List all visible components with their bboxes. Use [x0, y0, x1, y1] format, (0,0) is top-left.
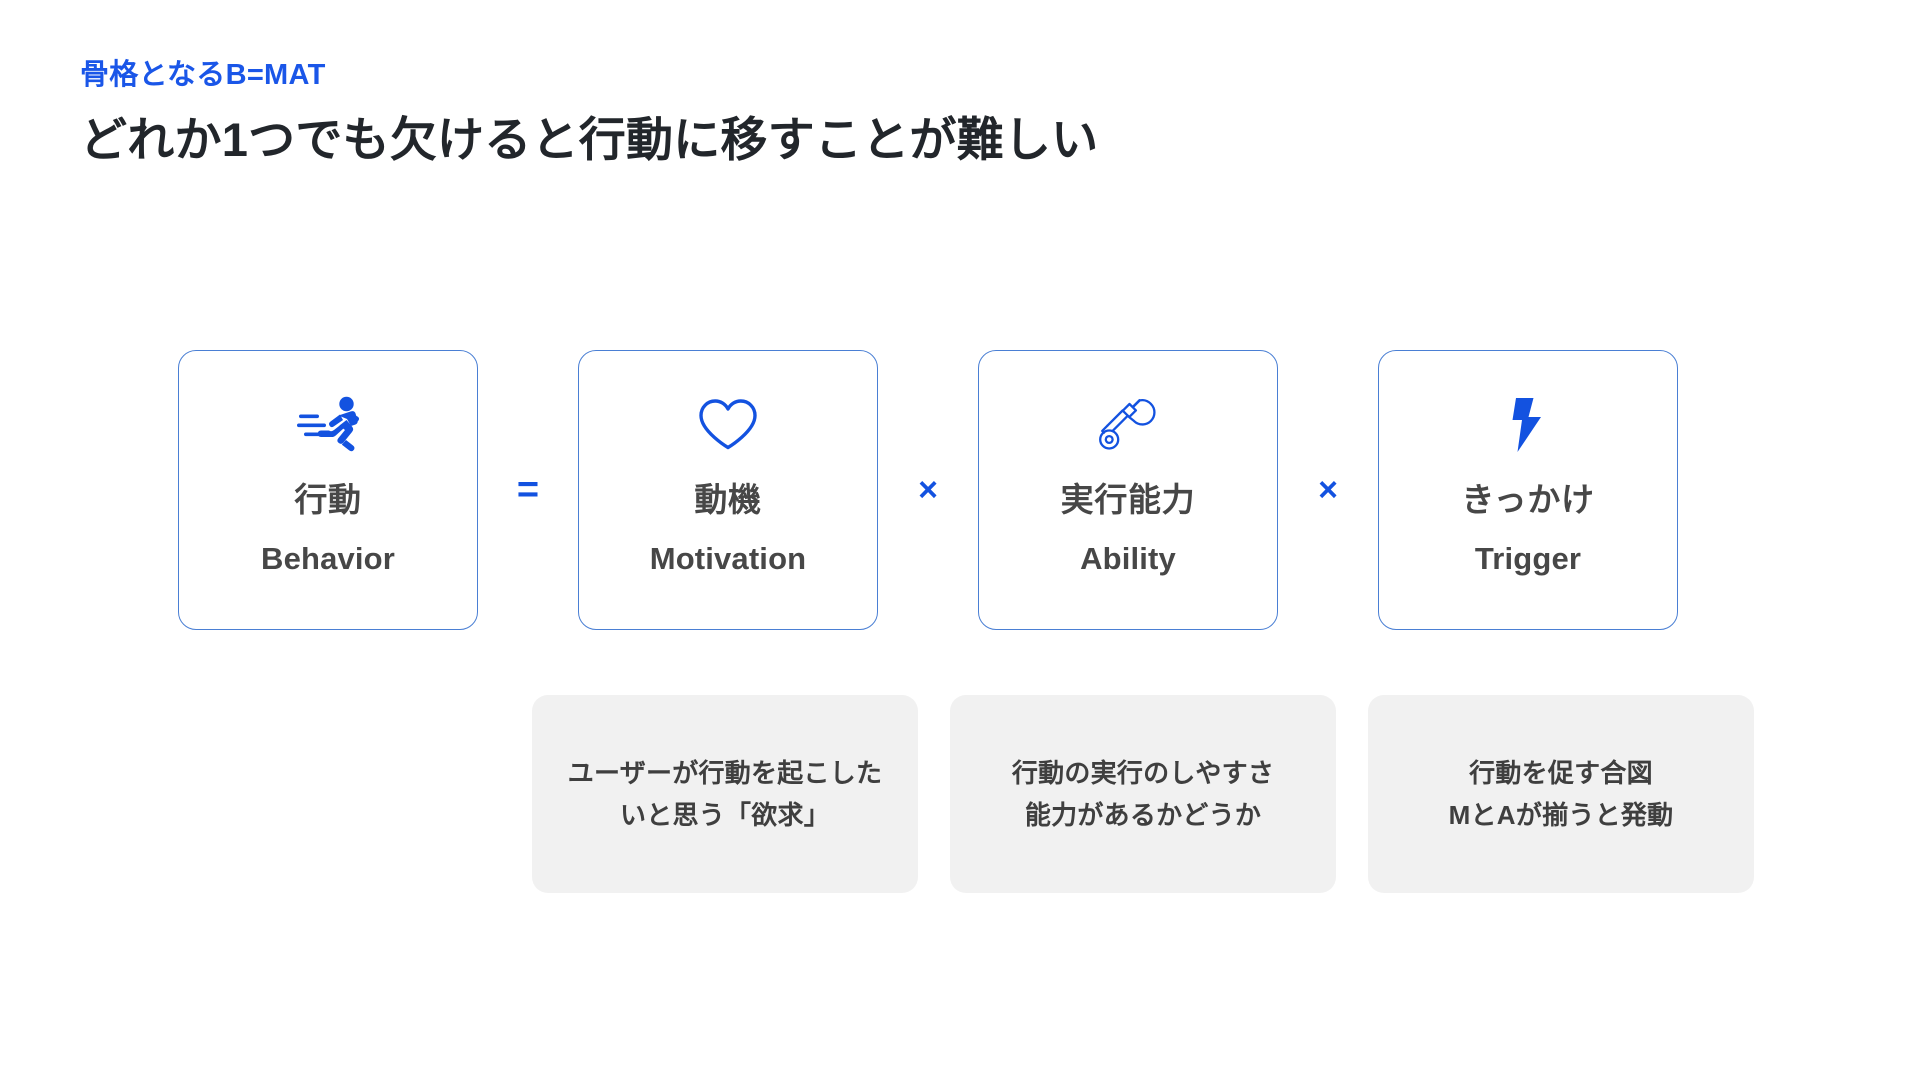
- card-label-en: Behavior: [261, 540, 395, 576]
- bmat-diagram: 行動 Behavior = 動機 Motivation ×: [178, 350, 1678, 630]
- caption-line: いと思う「欲求」: [619, 800, 831, 830]
- heart-outline-icon: [697, 393, 759, 457]
- caption-line: ユーザーが行動を起こした: [567, 757, 883, 788]
- card-trigger[interactable]: きっかけ Trigger: [1378, 350, 1678, 630]
- caption-line: MとAが揃うと発動: [1448, 800, 1674, 830]
- caption-motivation: ユーザーが行動を起こした いと思う「欲求」: [532, 695, 918, 893]
- running-person-icon: [297, 393, 359, 457]
- page-title: どれか1つでも欠けると行動に移すことが難しい: [80, 112, 1099, 166]
- caption-line: 行動の実行のしやすさ: [1011, 757, 1275, 788]
- card-label-jp: きっかけ: [1461, 481, 1595, 518]
- card-label-jp: 動機: [694, 481, 762, 518]
- caption-line: 能力があるかどうか: [1024, 800, 1262, 830]
- card-behavior[interactable]: 行動 Behavior: [178, 350, 478, 630]
- caption-row: ユーザーが行動を起こした いと思う「欲求」 行動の実行のしやすさ 能力があるかど…: [532, 695, 1754, 893]
- caption-gap: [918, 695, 950, 893]
- caption-line: 行動を促す合図: [1469, 757, 1653, 788]
- card-motivation[interactable]: 動機 Motivation: [578, 350, 878, 630]
- multiply-operator: ×: [918, 471, 938, 509]
- equals-operator: =: [516, 469, 540, 511]
- card-ability[interactable]: 実行能力 Ability: [978, 350, 1278, 630]
- multiply-operator: ×: [1318, 471, 1338, 509]
- eyebrow-label: 骨格となるB=MAT: [80, 59, 326, 91]
- card-label-en: Trigger: [1474, 540, 1582, 576]
- lightning-bolt-icon: [1508, 393, 1548, 457]
- card-label-en: Motivation: [649, 540, 807, 576]
- card-label-en: Ability: [1080, 540, 1176, 576]
- caption-ability: 行動の実行のしやすさ 能力があるかどうか: [950, 695, 1336, 893]
- caption-trigger: 行動を促す合図 MとAが揃うと発動: [1368, 695, 1754, 893]
- card-label-jp: 行動: [294, 481, 362, 518]
- slide-header: 骨格となるB=MAT どれか1つでも欠けると行動に移すことが難しい: [80, 58, 1780, 170]
- wrench-outline-icon: [1098, 393, 1158, 457]
- caption-gap: [1336, 695, 1368, 893]
- card-label-jp: 実行能力: [1060, 481, 1196, 518]
